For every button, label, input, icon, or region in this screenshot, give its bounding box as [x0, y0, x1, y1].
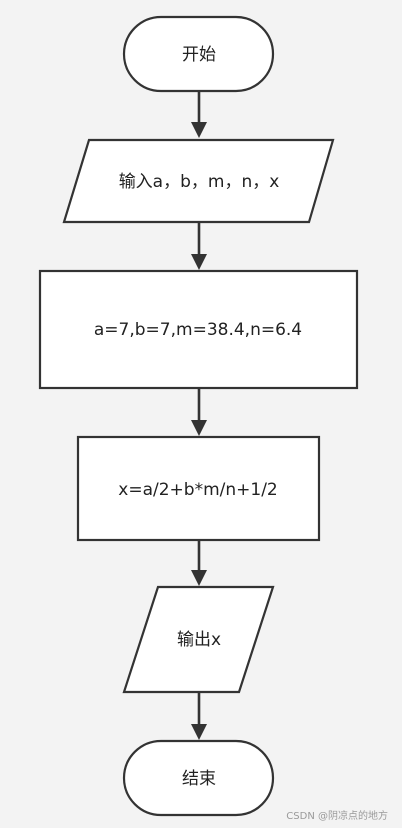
- compute-label: x=a/2+b*m/n+1/2: [118, 480, 277, 500]
- arrowhead-compute-output: [191, 570, 207, 586]
- watermark-text: CSDN @阴凉点的地方: [286, 811, 388, 822]
- end-label: 结束: [182, 769, 216, 789]
- node-end[interactable]: 结束: [122, 739, 275, 817]
- input-label: 输入a，b，m，n，x: [119, 172, 280, 192]
- arrowhead-output-end: [191, 724, 207, 740]
- start-label: 开始: [182, 45, 216, 65]
- end-terminator-shape: [122, 739, 275, 817]
- compute-process-shape: [76, 435, 321, 542]
- node-start[interactable]: 开始: [122, 15, 275, 93]
- node-compute[interactable]: x=a/2+b*m/n+1/2: [76, 435, 321, 542]
- node-output[interactable]: 输出x: [122, 585, 275, 694]
- arrowhead-start-input: [191, 122, 207, 138]
- output-label: 输出x: [177, 630, 221, 650]
- edges: [191, 91, 207, 740]
- node-assign[interactable]: a=7,b=7,m=38.4,n=6.4: [38, 269, 359, 390]
- node-input[interactable]: 输入a，b，m，n，x: [62, 138, 335, 224]
- arrowhead-assign-compute: [191, 420, 207, 436]
- start-terminator-shape: [122, 15, 275, 93]
- assign-process-shape: [38, 269, 359, 390]
- arrowhead-input-assign: [191, 254, 207, 270]
- input-parallelogram-shape: [62, 138, 335, 224]
- output-parallelogram-shape: [122, 585, 275, 694]
- assign-label: a=7,b=7,m=38.4,n=6.4: [94, 320, 302, 340]
